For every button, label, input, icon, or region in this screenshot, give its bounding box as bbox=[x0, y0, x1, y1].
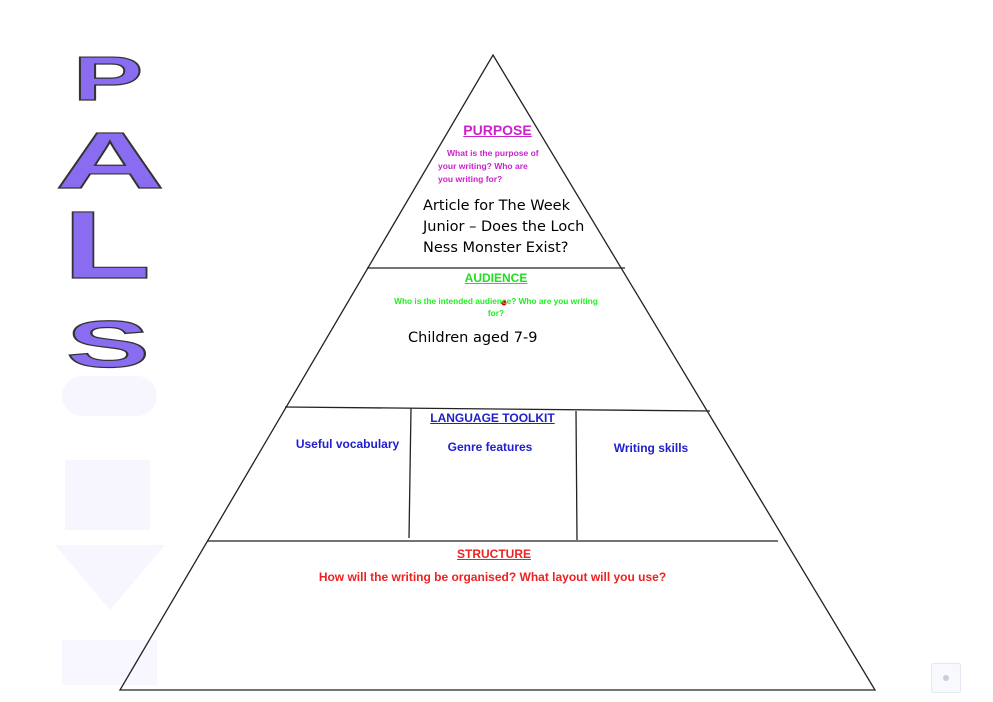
language-toolkit-heading: LANGUAGE TOOLKIT bbox=[430, 411, 555, 425]
audience-heading: AUDIENCE bbox=[464, 271, 528, 285]
audience-prompt-line: Who is the intended audience? Who are yo… bbox=[394, 296, 598, 306]
purpose-prompt-line: you writing for? bbox=[438, 174, 503, 184]
language-column-vocabulary: Useful vocabulary bbox=[295, 437, 400, 451]
logo-letter-a: A bbox=[55, 116, 165, 206]
purpose-heading: PURPOSE bbox=[463, 122, 532, 138]
audience-prompt: Who is the intended audience? Who are yo… bbox=[370, 295, 622, 319]
purpose-prompt-line: What is the purpose of bbox=[447, 148, 539, 158]
purpose-answer-line: Ness Monster Exist? bbox=[423, 240, 569, 256]
purpose-prompt: What is the purpose of your writing? Who… bbox=[438, 147, 563, 186]
structure-prompt: How will the writing be organised? What … bbox=[318, 570, 667, 584]
logo-letter-l: L bbox=[63, 191, 151, 298]
purpose-answer: Article for The Week Junior – Does the L… bbox=[423, 196, 584, 259]
corner-button[interactable] bbox=[931, 663, 961, 693]
pyramid bbox=[118, 53, 877, 691]
purpose-prompt-line: your writing? Who are bbox=[438, 161, 528, 171]
pals-logo: P A L S bbox=[54, 44, 165, 382]
language-column-writing-skills: Writing skills bbox=[613, 441, 689, 455]
structure-heading: STRUCTURE bbox=[457, 547, 531, 561]
purpose-answer-line: Article for The Week bbox=[423, 198, 570, 214]
audience-answer: Children aged 7-9 bbox=[408, 330, 538, 346]
logo-reflection bbox=[55, 376, 165, 685]
language-column-genre-features: Genre features bbox=[447, 440, 533, 454]
audience-prompt-line: for? bbox=[487, 308, 505, 318]
logo-letter-p: P bbox=[73, 45, 143, 114]
purpose-answer-line: Junior – Does the Loch bbox=[423, 219, 585, 235]
dot-icon bbox=[943, 675, 949, 681]
logo-letter-s: S bbox=[66, 308, 150, 382]
red-dot bbox=[501, 300, 507, 306]
